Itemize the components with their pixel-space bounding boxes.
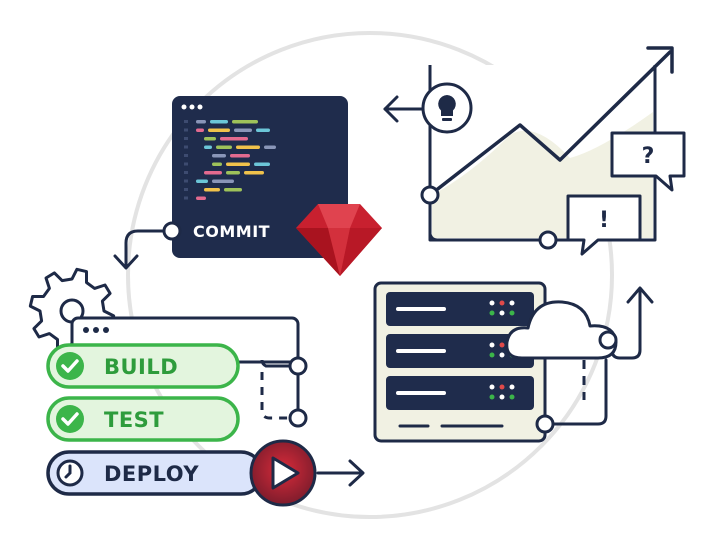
code-token	[216, 145, 232, 149]
code-line-number	[184, 145, 188, 149]
pipeline-node-1	[288, 356, 308, 376]
server-rack	[373, 281, 654, 443]
code-token	[204, 137, 216, 141]
question-mark: ?	[642, 144, 655, 169]
server-units	[386, 292, 534, 410]
server-led	[509, 394, 515, 400]
server-led	[499, 384, 505, 390]
code-line-number	[184, 196, 188, 200]
code-token	[204, 188, 220, 192]
analytics-panel: ? !	[383, 46, 686, 256]
server-led	[489, 300, 495, 306]
server-led	[499, 300, 505, 306]
server-led	[509, 310, 515, 316]
code-token	[210, 120, 228, 124]
trend-arrow-head	[646, 46, 674, 74]
server-led	[489, 394, 495, 400]
code-line-number	[184, 171, 188, 174]
code-token	[230, 154, 250, 158]
code-line-number	[184, 154, 188, 157]
play-icon	[249, 439, 317, 507]
code-line-number	[184, 128, 188, 132]
server-unit	[386, 292, 534, 326]
code-token	[196, 128, 204, 132]
code-line-number	[184, 162, 188, 166]
code-token	[226, 162, 250, 166]
stage-build-label: BUILD	[104, 355, 178, 379]
code-token	[226, 171, 240, 175]
commit-node	[162, 221, 182, 241]
code-line-number	[184, 137, 188, 140]
exclamation-mark: !	[599, 208, 609, 233]
code-token	[220, 137, 248, 141]
server-unit	[386, 334, 534, 368]
server-led	[499, 342, 505, 348]
stage-test: TEST	[46, 396, 240, 442]
code-line-number	[184, 120, 188, 123]
code-token	[204, 145, 212, 149]
commit-label: COMMIT	[193, 222, 270, 241]
code-token	[224, 188, 242, 192]
code-token	[204, 171, 222, 175]
check-icon	[56, 405, 84, 433]
stage-build: BUILD	[46, 343, 240, 389]
server-led	[489, 342, 495, 348]
code-token	[196, 120, 206, 124]
code-lines	[184, 120, 276, 200]
server-led	[489, 384, 495, 390]
server-node	[535, 414, 555, 434]
server-led	[509, 384, 515, 390]
code-token	[196, 179, 208, 183]
server-led	[499, 394, 505, 400]
check-icon	[56, 352, 84, 380]
code-token	[232, 120, 258, 124]
code-token	[254, 162, 270, 166]
code-token	[236, 145, 260, 149]
code-token	[212, 162, 222, 166]
code-line-number	[184, 188, 188, 191]
code-token	[212, 179, 234, 183]
server-led	[489, 352, 495, 358]
code-token	[212, 154, 226, 158]
code-token	[208, 128, 230, 132]
code-token	[264, 145, 276, 149]
ruby-gem-icon	[296, 204, 382, 276]
speech-bubble-question-icon: ?	[610, 131, 686, 192]
server-unit	[386, 376, 534, 410]
chart-node-end	[538, 230, 558, 250]
server-led	[499, 310, 505, 316]
code-editor-window: COMMIT	[113, 96, 348, 270]
background-circle	[126, 31, 614, 519]
chart-node-start	[420, 185, 440, 205]
pipeline-node-2	[288, 408, 308, 428]
code-token	[244, 171, 264, 175]
speech-bubble-alert-icon: !	[566, 194, 642, 256]
chart-trend-line	[428, 50, 672, 197]
code-line-number	[184, 179, 188, 183]
stage-test-label: TEST	[104, 408, 164, 432]
code-token	[196, 196, 206, 200]
server-led	[499, 352, 505, 358]
server-led	[509, 300, 515, 306]
lightbulb-icon	[421, 82, 473, 134]
stage-deploy-label: DEPLOY	[104, 462, 199, 486]
cloud-node	[598, 330, 618, 350]
stage-deploy: DEPLOY	[46, 450, 264, 496]
server-led	[489, 310, 495, 316]
code-token	[234, 128, 252, 132]
code-token	[256, 128, 270, 132]
